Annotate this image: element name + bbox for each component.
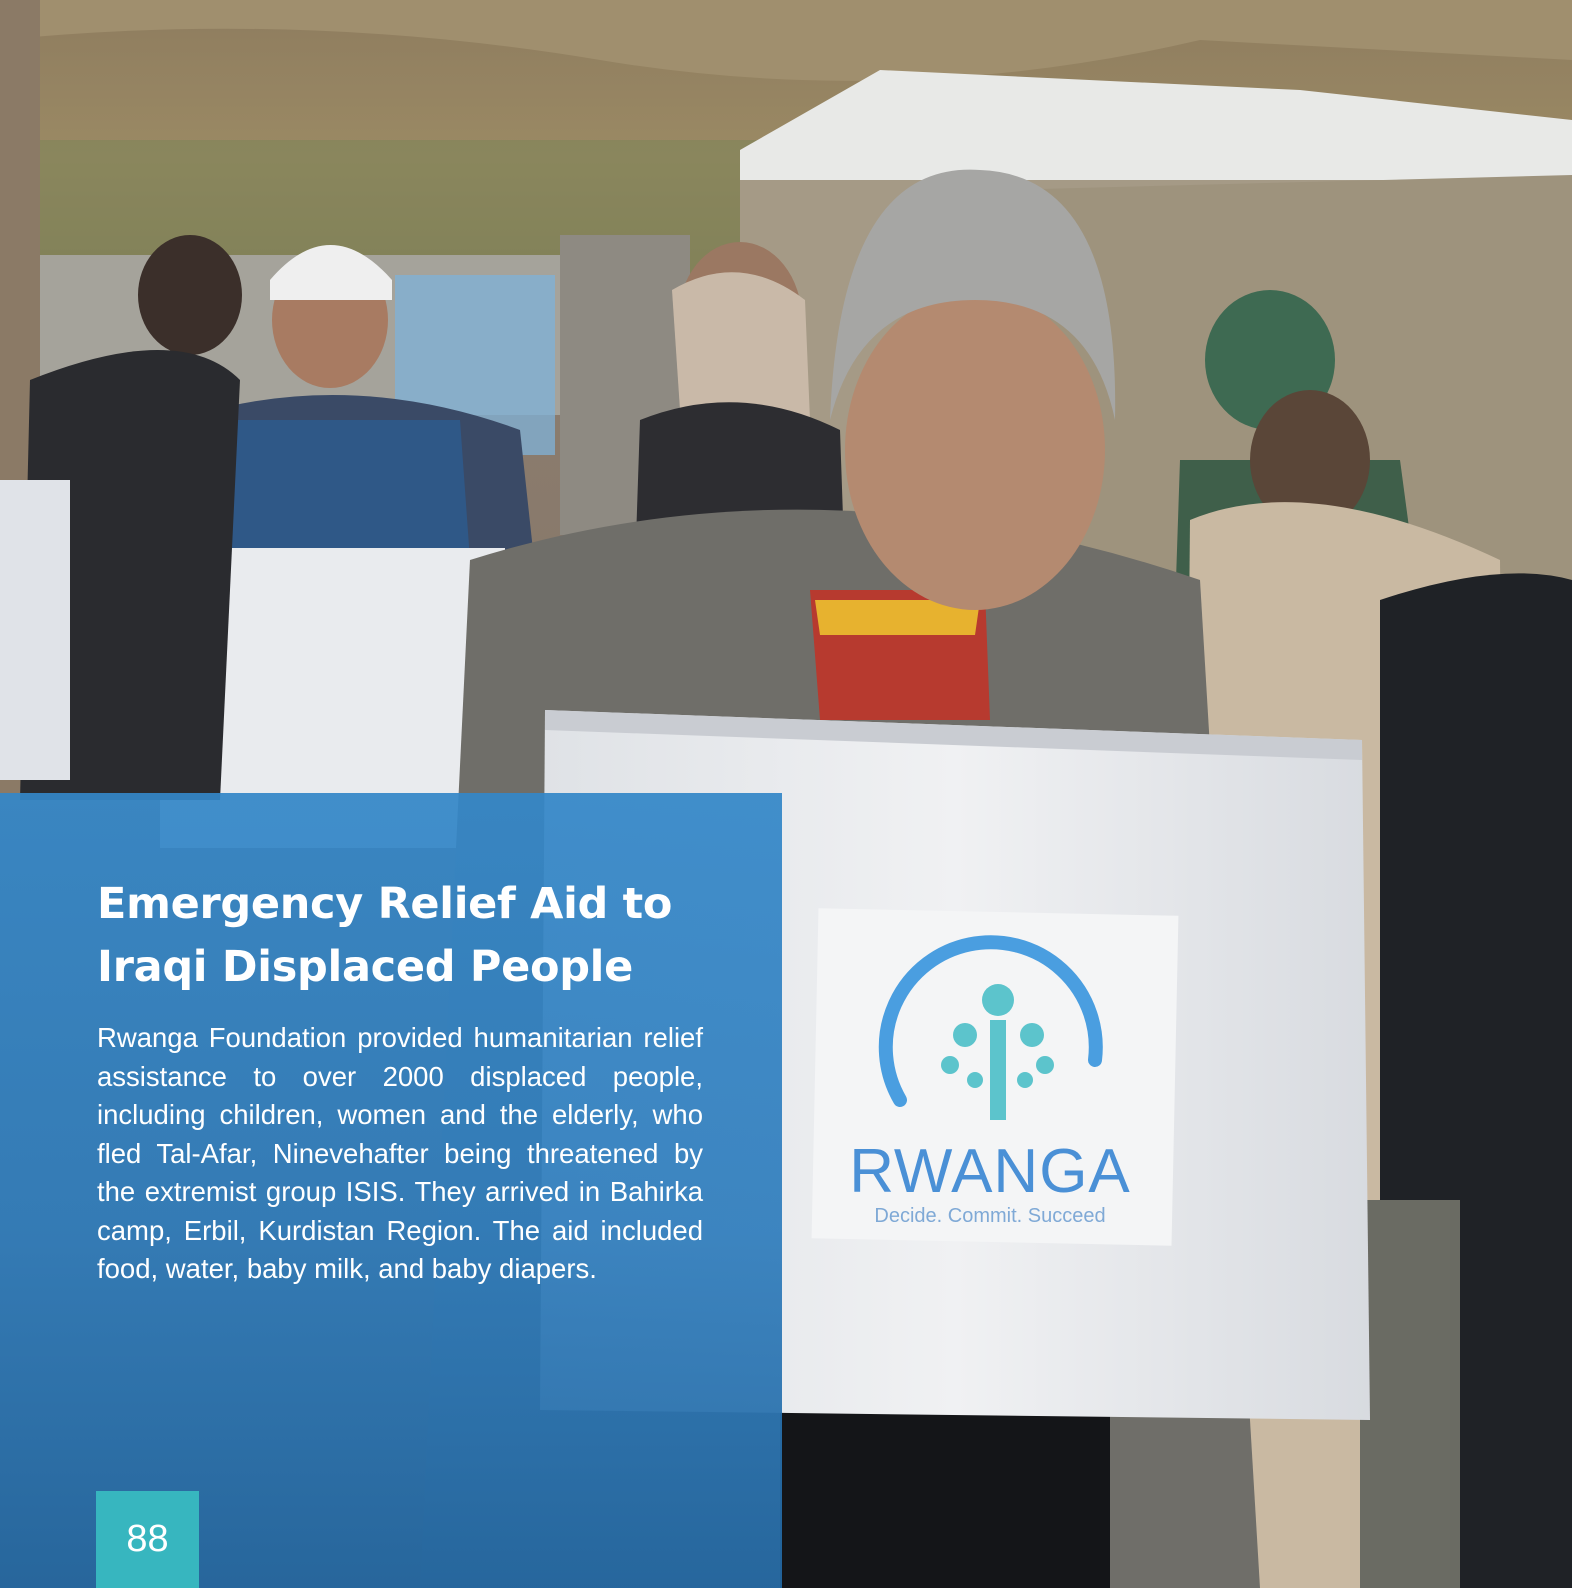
box-tagline-text: Decide. Commit. Succeed <box>874 1205 1105 1227</box>
article-title: Emergency Relief Aid to Iraqi Displaced … <box>97 879 673 992</box>
box-brand-text: RWANGA <box>849 1137 1131 1206</box>
article-body: Rwanga Foundation provided humanitarian … <box>97 1022 703 1284</box>
page-number-badge: 88 <box>96 1491 199 1588</box>
text-overlay-panel <box>0 793 782 1588</box>
page-number: 88 <box>126 1518 169 1560</box>
tree-logo-icon <box>941 984 1054 1120</box>
